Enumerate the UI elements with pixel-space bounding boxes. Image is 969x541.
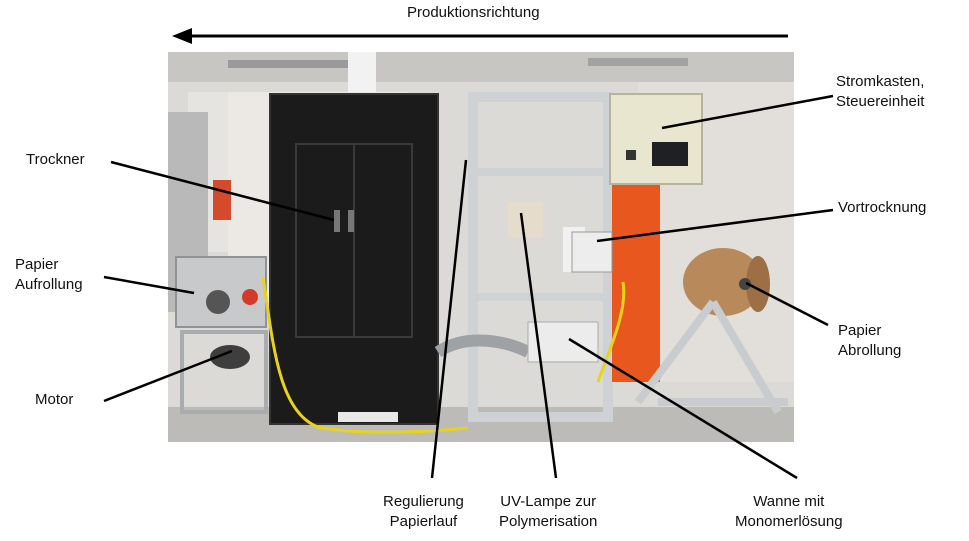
emergency-stop [242,289,258,305]
orange-tower [612,182,660,382]
electrical-cabinet [609,93,703,185]
label-wanne: Wanne mit Monomerlösung [735,493,843,530]
label-stromkasten: Stromkasten, Steuereinheit [836,73,925,110]
label-regulierung: Regulierung Papierlauf [383,493,464,530]
label-motor: Motor [35,391,74,408]
label-trockner: Trockner [26,151,85,168]
motor-body [210,345,250,369]
production-direction-label: Produktionsrichtung [407,4,540,21]
paper-roll [683,248,763,316]
machine-photo [168,52,794,442]
uv-lamp [508,202,543,237]
label-uv-lampe: UV-Lampe zur Polymerisation [499,493,598,530]
monomer-tank [527,321,599,363]
label-papier-aufrollung: Papier Aufrollung [15,256,83,293]
production-direction-arrow [172,28,788,44]
control-display [652,142,688,166]
exhaust-duct [348,52,376,92]
label-vortrocknung: Vortrocknung [838,199,927,216]
label-papier-abrollung: Papier Abrollung [838,322,902,359]
